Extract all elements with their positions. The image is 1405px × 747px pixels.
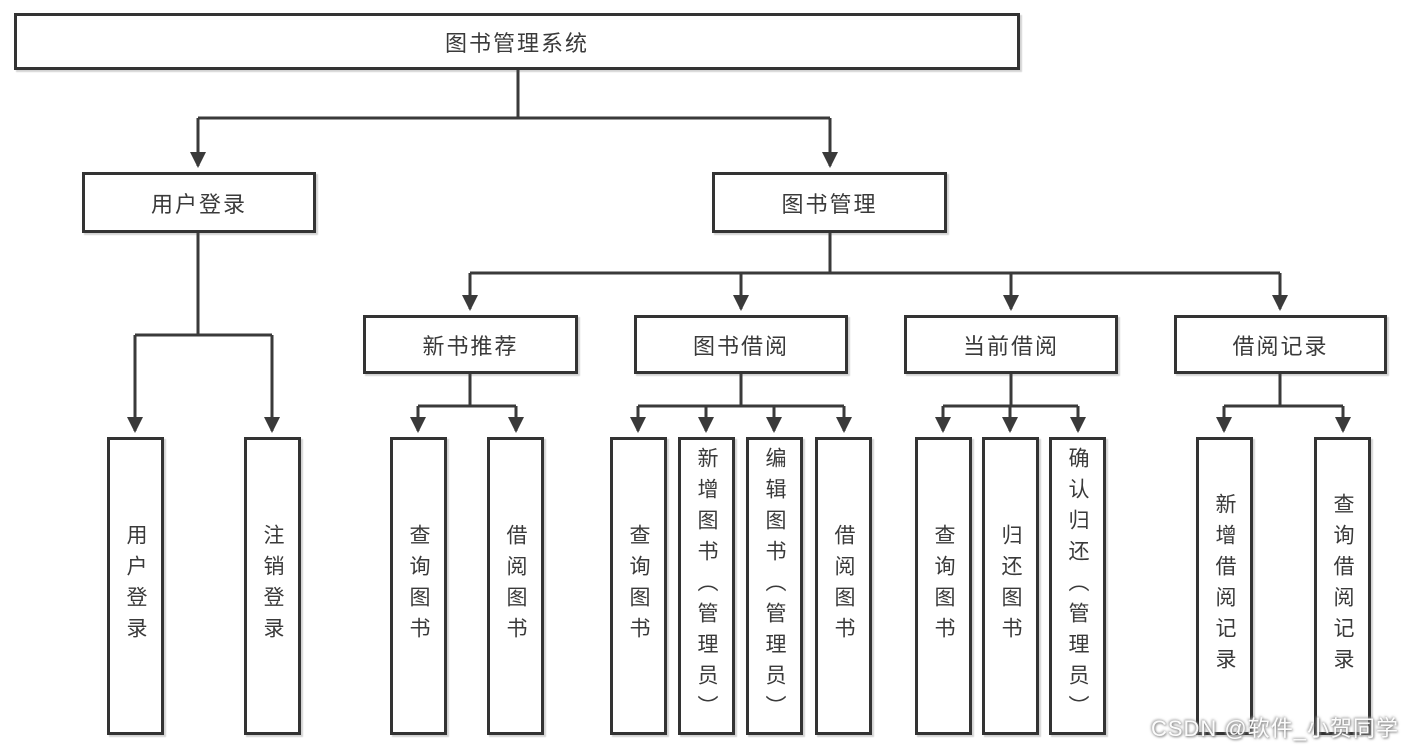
leaf-node-query-borrow-record: 查询借阅记录: [1314, 437, 1371, 735]
leaf-node-query-books: 查询图书: [610, 437, 667, 735]
category-node-book-borrow: 图书借阅: [634, 315, 848, 374]
leaf-node-add-books-admin: 新增图书（管理员）: [678, 437, 735, 735]
branch-node-book-management: 图书管理: [712, 172, 947, 233]
leaf-label: 查询借阅记录: [1331, 493, 1354, 679]
leaf-label: 查询图书: [627, 524, 650, 648]
leaf-label: 注销登录: [261, 524, 284, 648]
root-node-library-system: 图书管理系统: [14, 13, 1020, 70]
leaf-node-confirm-return-admin: 确认归还（管理员）: [1049, 437, 1106, 735]
category-node-borrow-records: 借阅记录: [1174, 315, 1387, 374]
connector-arrows: [127, 118, 1351, 433]
leaf-label: 新增借阅记录: [1213, 493, 1236, 679]
category-node-new-book-recommend: 新书推荐: [363, 315, 578, 374]
leaf-node-query-books-recommend: 查询图书: [390, 437, 447, 735]
leaf-label: 查询图书: [407, 524, 430, 648]
leaf-node-return-books: 归还图书: [982, 437, 1039, 735]
leaf-node-borrow-books-recommend: 借阅图书: [487, 437, 544, 735]
leaf-label: 新增图书（管理员）: [695, 446, 718, 726]
category-node-current-borrow: 当前借阅: [904, 315, 1118, 374]
leaf-label: 借阅图书: [832, 524, 855, 648]
leaf-node-edit-books-admin: 编辑图书（管理员）: [746, 437, 803, 735]
leaf-label: 归还图书: [999, 524, 1022, 648]
leaf-label: 借阅图书: [504, 524, 527, 648]
leaf-node-logout: 注销登录: [244, 437, 301, 735]
leaf-label: 确认归还（管理员）: [1066, 446, 1089, 726]
leaf-node-add-borrow-record: 新增借阅记录: [1196, 437, 1253, 735]
csdn-watermark: CSDN @软件_小贺同学: [1150, 716, 1399, 741]
leaf-label: 编辑图书（管理员）: [763, 446, 786, 726]
leaf-label: 用户登录: [124, 524, 147, 648]
leaf-node-query-books-current: 查询图书: [915, 437, 972, 735]
leaf-node-user-login: 用户登录: [107, 437, 164, 735]
leaf-label: 查询图书: [932, 524, 955, 648]
branch-node-user-login: 用户登录: [82, 172, 316, 233]
leaf-node-borrow-books: 借阅图书: [815, 437, 872, 735]
